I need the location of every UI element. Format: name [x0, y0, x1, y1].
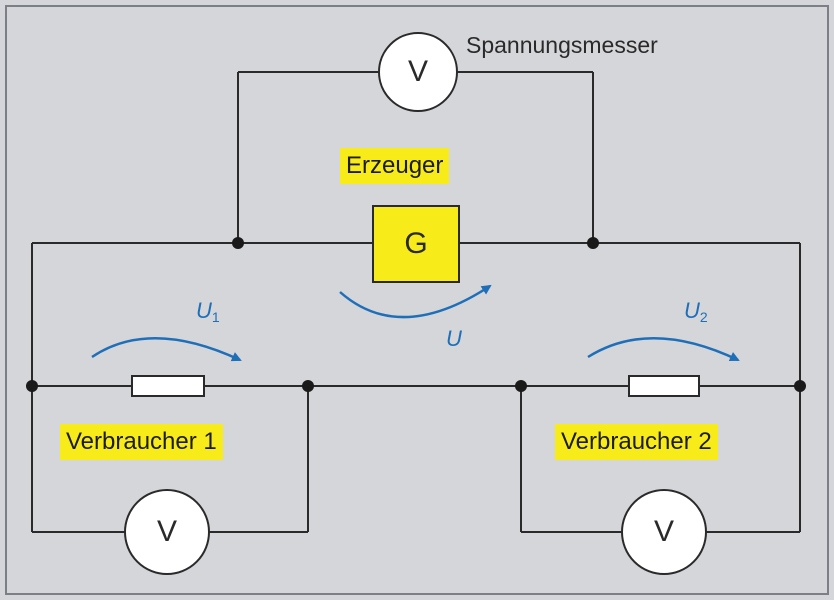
voltmeter-top-icon: [378, 32, 458, 112]
junction-dot: [26, 380, 38, 392]
voltmeter-load2-icon: [621, 489, 707, 575]
voltage-1-label: U1: [196, 298, 220, 325]
load2-label: Verbraucher 2: [555, 424, 718, 460]
junction-dot: [794, 380, 806, 392]
voltage-arrow-1: [91, 337, 242, 362]
wires: [31, 71, 801, 533]
voltage-2-subscript: 2: [699, 309, 708, 325]
voltmeter-top-symbol: V: [407, 55, 428, 88]
voltmeter-caption: Spannungsmesser: [466, 32, 658, 58]
generator-symbol: G: [404, 227, 428, 260]
voltmeter-load1-symbol: V: [156, 515, 177, 548]
junction-dot: [587, 237, 599, 249]
generator-label: Erzeuger: [340, 148, 450, 184]
junction-dot: [302, 380, 314, 392]
voltage-2-letter: U: [684, 298, 700, 323]
voltage-total-label: U: [446, 326, 462, 351]
generator-icon: [372, 205, 460, 283]
voltmeter-load1-icon: [124, 489, 210, 575]
junction-dots: [26, 237, 806, 392]
junction-dot: [232, 237, 244, 249]
resistor-load2-icon: [628, 375, 700, 397]
junction-dot: [515, 380, 527, 392]
voltage-2-label: U2: [684, 298, 708, 325]
voltage-arrow-2: [587, 337, 740, 362]
voltage-1-subscript: 1: [211, 309, 220, 325]
voltage-arrows: [91, 284, 740, 362]
voltage-arrow-total: [339, 284, 492, 319]
voltage-1-letter: U: [196, 298, 212, 323]
voltmeter-load2-symbol: V: [653, 515, 674, 548]
outer-border: [5, 5, 829, 595]
load1-label: Verbraucher 1: [60, 424, 223, 460]
resistor-load1-icon: [131, 375, 205, 397]
